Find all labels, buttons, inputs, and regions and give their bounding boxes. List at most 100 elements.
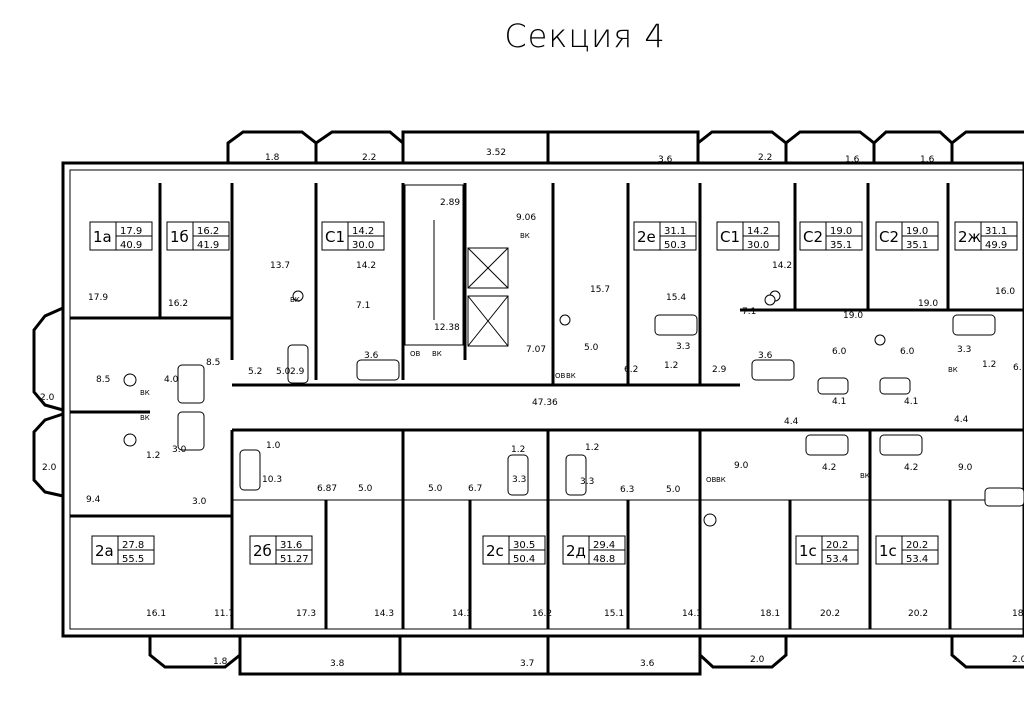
apartment-living-area: 20.2 [906, 540, 928, 551]
utility-label: ВК [432, 350, 442, 358]
apartment-total-area: 35.1 [906, 240, 928, 251]
room-area: 20.2 [820, 609, 840, 619]
room-area: 15.7 [590, 285, 610, 295]
room-area: 6.3 [620, 485, 634, 495]
room-area: 4.0 [164, 375, 179, 385]
apartment-total-area: 41.9 [197, 240, 219, 251]
apartment-id: 2е [637, 228, 656, 246]
room-area: 5.0 [428, 484, 443, 494]
utility-label: ВК [140, 389, 150, 397]
room-area: 18.1 [1012, 609, 1024, 619]
room-area: 4.1 [832, 397, 846, 407]
room-area: 20.2 [908, 609, 928, 619]
utility-label: ВК [520, 232, 530, 240]
utility-label: ВК [566, 372, 576, 380]
room-area: 16.0 [995, 287, 1015, 297]
apartment-id: 1с [879, 542, 897, 560]
apartment-id: 2ж [958, 228, 981, 246]
room-area: 14.2 [356, 261, 376, 271]
room-area: 8.5 [206, 358, 220, 368]
apartment-id: 2д [566, 542, 586, 560]
room-area: 4.2 [904, 463, 918, 473]
room-area: 1.2 [664, 361, 678, 371]
room-area: 11.7 [214, 609, 234, 619]
utility-label: ВК [140, 414, 150, 422]
balcony-area: 2.2 [362, 153, 376, 163]
room-area: 16.2 [532, 609, 552, 619]
room-area: 2.89 [440, 198, 460, 208]
apartment-total-area: 50.3 [664, 240, 686, 251]
room-area: 1.2 [982, 360, 996, 370]
balcony-area: 3.8 [330, 659, 345, 669]
room-area: 5.0 [276, 367, 291, 377]
apartment-total-area: 55.5 [122, 554, 144, 565]
room-area: 1.0 [266, 441, 281, 451]
room-area: 19.0 [918, 299, 938, 309]
room-area: 16.1 [146, 609, 166, 619]
apartment-id: С1 [325, 228, 345, 246]
utility-label: ВК [860, 472, 870, 480]
room-area: 15.4 [666, 293, 686, 303]
apartment-living-area: 19.0 [906, 226, 928, 237]
utility-label: ОВ [555, 372, 566, 380]
apartment-living-area: 31.6 [280, 540, 302, 551]
room-area: 16.2 [168, 299, 188, 309]
apartment-living-area: 17.9 [120, 226, 142, 237]
room-area: 1.2 [585, 443, 599, 453]
apartment-id: 1б [170, 228, 189, 246]
room-area: 3.3 [580, 477, 594, 487]
room-area: 4.4 [784, 417, 799, 427]
room-area: 7.1 [742, 307, 756, 317]
apartment-living-area: 19.0 [830, 226, 852, 237]
room-area: 6.2 [624, 365, 638, 375]
balcony-area: 3.6 [640, 659, 655, 669]
apartment-total-area: 40.9 [120, 240, 142, 251]
room-area: 8.5 [96, 375, 110, 385]
room-area: 3.3 [512, 475, 526, 485]
room-area: 4.1 [904, 397, 918, 407]
utility-label: ВК [948, 366, 958, 374]
room-area: 1.2 [146, 451, 160, 461]
room-area: 1.2 [511, 445, 525, 455]
room-area: 14.3 [682, 609, 702, 619]
room-area: 6.7 [468, 484, 482, 494]
apartment-total-area: 35.1 [830, 240, 852, 251]
apartment-living-area: 30.5 [513, 540, 535, 551]
room-area: 9.0 [958, 463, 973, 473]
apartment-id: 2б [253, 542, 272, 560]
interior-walls [70, 183, 1024, 629]
utility-label: ВК [716, 476, 726, 484]
apartment-id: 2с [486, 542, 504, 560]
apartment-living-area: 29.4 [593, 540, 615, 551]
room-area: 47.36 [532, 398, 558, 408]
apartment-id: С1 [720, 228, 740, 246]
room-area: 15.1 [604, 609, 624, 619]
room-area: 17.3 [296, 609, 316, 619]
room-area: 3.3 [957, 345, 971, 355]
balcony-area: 2.0 [40, 393, 55, 403]
apartment-total-area: 53.4 [826, 554, 848, 565]
room-area: 6.0 [900, 347, 915, 357]
balcony-area: 2.0 [1012, 655, 1024, 665]
room-area: 5.0 [666, 485, 681, 495]
room-area: 3.6 [364, 351, 379, 361]
room-area: 18.1 [760, 609, 780, 619]
fixtures [123, 290, 1024, 527]
balcony-area: 3.6 [658, 155, 673, 165]
room-area: 14.3 [374, 609, 394, 619]
room-area: 5.0 [584, 343, 599, 353]
room-area: 3.0 [192, 497, 207, 507]
utility-label: ОВ [706, 476, 717, 484]
